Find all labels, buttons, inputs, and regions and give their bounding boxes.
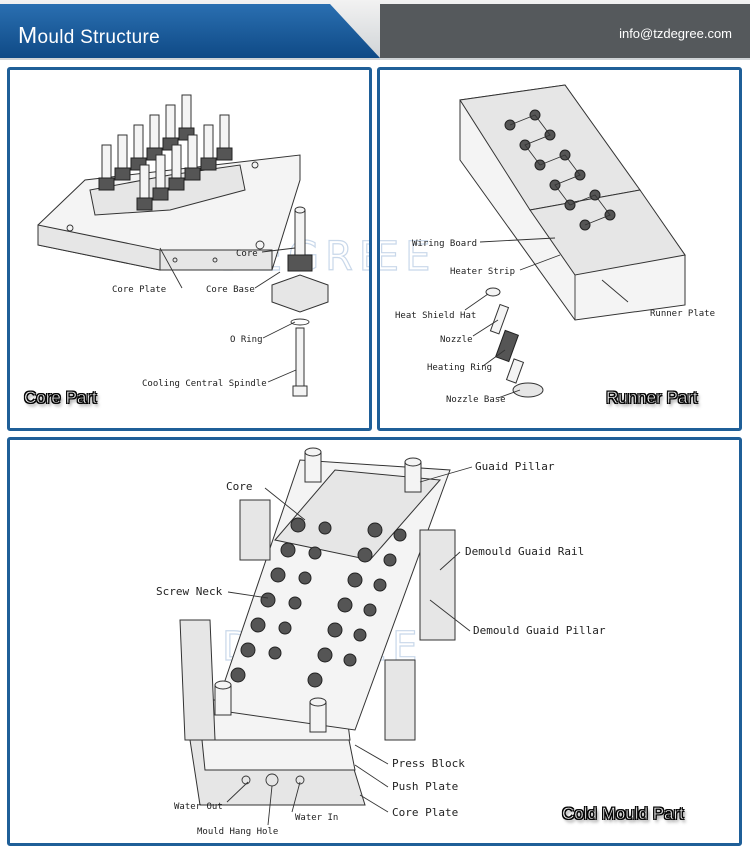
label-core: Core: [226, 480, 253, 493]
nozzle-array: [504, 109, 616, 231]
label-demould-guaid-rail: Demould Guaid Rail: [465, 545, 584, 558]
core-array: [230, 517, 407, 688]
label-press-block: Press Block: [392, 757, 465, 770]
label-core: Core: [236, 249, 258, 259]
label-heat-shield-hat: Heat Shield Hat: [395, 311, 476, 321]
label-core-base: Core Base: [206, 285, 255, 295]
label-core-plate: Core Plate: [112, 285, 166, 295]
label-heater-strip: Heater Strip: [450, 267, 515, 277]
cold-mould-part-caption: Cold Mould Part: [562, 804, 684, 824]
label-screw-neck: Screw Neck: [156, 585, 223, 598]
header-right-band: [380, 4, 750, 58]
runner-part-panel: REE Wiring B: [377, 67, 742, 431]
contact-email[interactable]: info@tzdegree.com: [619, 26, 732, 41]
svg-text:REE: REE: [380, 234, 436, 280]
label-water-in: Water In: [295, 813, 338, 823]
page-title-initial: M: [18, 22, 38, 48]
core-part-caption: Core Part: [24, 388, 97, 408]
label-heating-ring: Heating Ring: [427, 363, 492, 373]
label-demould-guaid-pillar: Demould Guaid Pillar: [473, 624, 606, 637]
core-array: [98, 94, 233, 211]
demould-rail-right: [419, 529, 456, 641]
runner-part-caption: Runner Part: [606, 388, 698, 408]
label-push-plate: Push Plate: [392, 780, 458, 793]
label-runner-plate: Runner Plate: [650, 309, 715, 319]
demould-rail-left: [179, 619, 216, 741]
label-water-out: Water Out: [174, 802, 223, 812]
label-nozzle-base: Nozzle Base: [446, 395, 506, 405]
label-mould-hang-hole: Mould Hang Hole: [197, 827, 278, 837]
label-guaid-pillar: Guaid Pillar: [475, 460, 555, 473]
header-title-band: [0, 4, 380, 58]
label-wiring-board: Wiring Board: [412, 239, 477, 249]
label-cooling-spindle: Cooling Central Spindle: [142, 379, 267, 389]
exploded-core: [271, 206, 329, 397]
exploded-nozzle: [485, 287, 544, 398]
core-part-drawing: DEGREE: [37, 94, 369, 397]
label-nozzle: Nozzle: [440, 335, 473, 345]
page-title: Mould Structure: [18, 22, 160, 49]
runner-part-drawing: REE Wiring B: [380, 84, 715, 405]
guide-pillars: [214, 447, 422, 733]
cold-mould-part-panel: DEGREE: [7, 437, 742, 846]
label-o-ring: O Ring: [230, 335, 263, 345]
page-title-rest: ould Structure: [37, 27, 160, 48]
label-core-plate: Core Plate: [392, 806, 458, 819]
page-header: Mould Structure info@tzdegree.com: [0, 0, 750, 60]
cold-mould-drawing: DEGREE: [156, 447, 606, 837]
core-part-panel: DEGREE: [7, 67, 372, 431]
